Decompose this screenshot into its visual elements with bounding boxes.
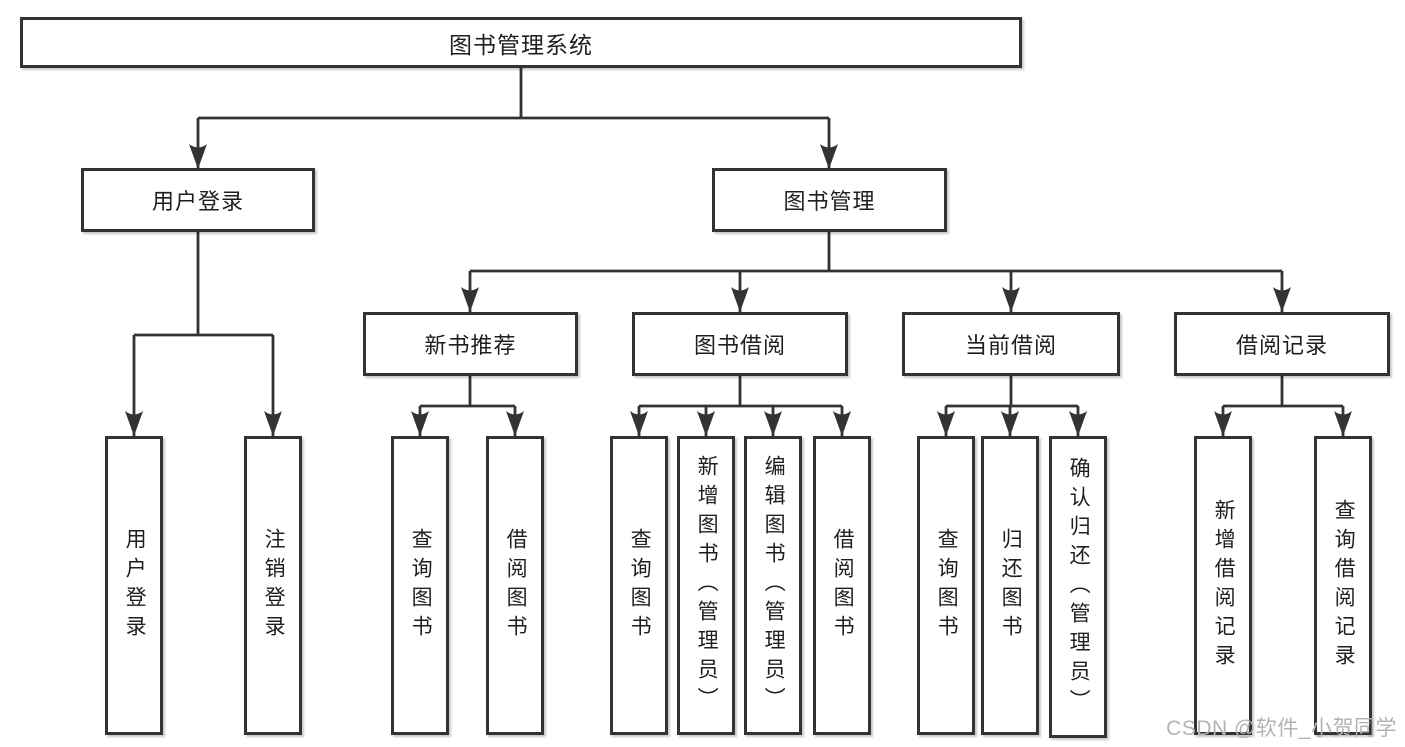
leaf-logout-login: 注销登录 xyxy=(244,436,302,735)
node-borrow-records: 借阅记录 xyxy=(1174,312,1390,376)
leaf-cb-query-books: 查询图书 xyxy=(917,436,975,735)
node-library-system: 图书管理系统 xyxy=(20,17,1022,68)
node-user-login: 用户登录 xyxy=(81,168,315,232)
node-book-management: 图书管理 xyxy=(712,168,947,232)
leaf-user-login: 用户登录 xyxy=(105,436,163,735)
leaf-label: 新增借阅记录 xyxy=(1212,498,1236,673)
leaf-br-query-borrow-record: 查询借阅记录 xyxy=(1314,436,1372,735)
leaf-nbr-query-books: 查询图书 xyxy=(391,436,449,735)
leaf-label: 查询图书 xyxy=(628,527,652,644)
node-label: 借阅记录 xyxy=(1235,333,1328,358)
node-current-borrow: 当前借阅 xyxy=(902,312,1120,376)
leaf-label: 查询图书 xyxy=(409,527,433,644)
leaf-label: 归还图书 xyxy=(999,527,1023,644)
leaf-bb-query-books: 查询图书 xyxy=(610,436,668,735)
node-book-borrow: 图书借阅 xyxy=(632,312,848,376)
leaf-nbr-borrow-books: 借阅图书 xyxy=(486,436,544,735)
leaf-bb-edit-book-admin: 编辑图书（管理员） xyxy=(744,436,802,735)
node-label: 用户登录 xyxy=(151,189,244,214)
leaf-cb-return-books: 归还图书 xyxy=(981,436,1039,735)
leaf-bb-add-book-admin: 新增图书（管理员） xyxy=(677,436,735,735)
leaf-label: 查询借阅记录 xyxy=(1332,498,1356,673)
leaf-label: 新增图书（管理员） xyxy=(695,455,719,716)
node-label: 图书管理系统 xyxy=(449,31,593,58)
csdn-watermark: CSDN @软件_小贺同学 xyxy=(1166,717,1397,740)
leaf-label: 编辑图书（管理员） xyxy=(762,455,786,716)
node-label: 图书管理 xyxy=(783,189,876,214)
leaf-label: 确认归还（管理员） xyxy=(1067,456,1091,718)
node-label: 当前借阅 xyxy=(964,333,1057,358)
leaf-label: 用户登录 xyxy=(123,527,147,644)
leaf-bb-borrow-books: 借阅图书 xyxy=(813,436,871,735)
node-new-book-recommend: 新书推荐 xyxy=(363,312,578,376)
leaf-label: 注销登录 xyxy=(262,527,286,644)
leaf-label: 查询图书 xyxy=(935,527,959,644)
leaf-label: 借阅图书 xyxy=(504,527,528,644)
node-label: 新书推荐 xyxy=(424,333,517,358)
leaf-br-add-borrow-record: 新增借阅记录 xyxy=(1194,436,1252,735)
leaf-cb-confirm-return-admin: 确认归还（管理员） xyxy=(1049,436,1107,738)
node-label: 图书借阅 xyxy=(693,333,786,358)
leaf-label: 借阅图书 xyxy=(831,527,855,644)
